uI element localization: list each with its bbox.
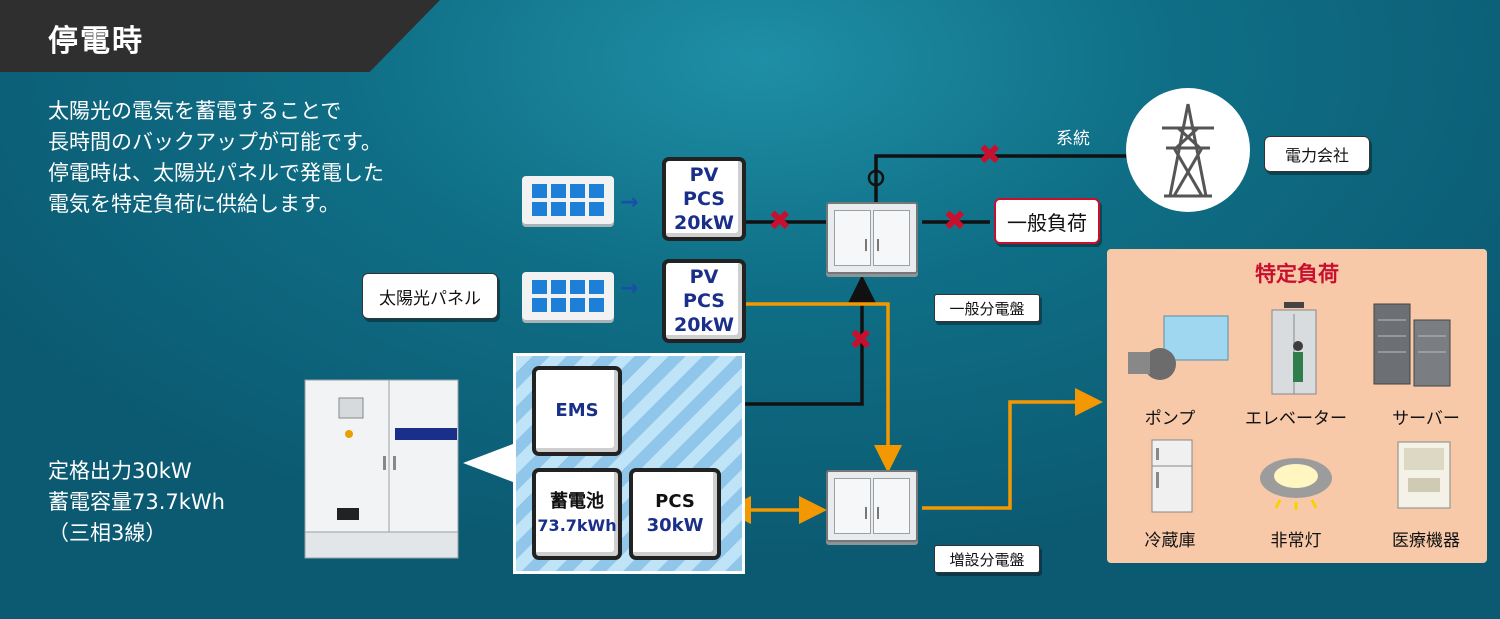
elevator-icon (1271, 302, 1317, 395)
spec-line: 定格出力30kW (48, 459, 192, 483)
breaker-symbol (867, 169, 885, 187)
pv-pcs-2: PV PCS 20kW (662, 259, 746, 343)
intro-line: 電気を特定負荷に供給します。 (48, 192, 340, 216)
solar-panel-label: 太陽光パネル (362, 273, 498, 319)
load-label: エレベーター (1245, 409, 1347, 429)
pv-pcs-2-capacity: 20kW (673, 314, 735, 336)
extra-panel-icon (826, 470, 918, 542)
pv-pcs-2-name: PV PCS (683, 266, 725, 312)
ems-label: EMS (555, 400, 599, 421)
extra-panel-label: 増設分電盤 (934, 545, 1040, 573)
cut-mark-icon: ✖ (978, 138, 1002, 171)
cut-mark-icon: ✖ (943, 204, 967, 237)
intro-line: 太陽光の電気を蓄電することで (48, 99, 342, 123)
pump-icon (1128, 315, 1229, 380)
battery-capacity: 73.7kWh (537, 516, 617, 535)
title-bar (0, 0, 440, 72)
pv-pcs-1-capacity: 20kW (673, 212, 735, 234)
specific-load-line (922, 388, 1103, 510)
spec-line: 蓄電容量73.7kWh (48, 490, 225, 514)
load-label: ポンプ (1144, 409, 1196, 429)
solar-panel-icon (522, 176, 614, 224)
arrow-right-icon: → (620, 190, 639, 215)
grid-label: 系統 (1056, 129, 1090, 149)
medical-equipment-icon (1397, 441, 1451, 509)
spec-line: （三相3線） (48, 521, 167, 545)
pv2-active-line (745, 302, 902, 473)
pv-pcs-1-name: PV PCS (683, 164, 725, 210)
tower-circle (1126, 88, 1250, 212)
general-load-box: 一般負荷 (994, 198, 1100, 244)
general-panel-label: 一般分電盤 (934, 294, 1040, 322)
load-label: 医療機器 (1392, 531, 1460, 551)
battery-box: 蓄電池 73.7kWh (532, 468, 622, 560)
arrow-right-icon: → (620, 276, 639, 301)
cut-mark-icon: ✖ (849, 323, 873, 356)
intro-line: 長時間のバックアップが可能です。 (48, 130, 382, 154)
intro-text: 太陽光の電気を蓄電することで 長時間のバックアップが可能です。 停電時は、太陽光… (48, 96, 384, 220)
intro-line: 停電時は、太陽光パネルで発電した (48, 161, 384, 185)
spec-text: 定格出力30kW 蓄電容量73.7kWh （三相3線） (48, 456, 225, 549)
pcs-box: PCS 30kW (629, 468, 721, 560)
server-icon (1373, 303, 1451, 387)
battery-name: 蓄電池 (550, 491, 604, 512)
ems-box: EMS (532, 366, 622, 456)
general-panel-icon (826, 202, 918, 274)
page-title: 停電時 (48, 24, 144, 59)
solar-panel-icon (522, 272, 614, 320)
load-label: 非常灯 (1270, 531, 1322, 551)
cut-mark-icon: ✖ (768, 204, 792, 237)
emergency-light-icon (1260, 458, 1332, 510)
load-label: 冷蔵庫 (1144, 531, 1196, 551)
grid-line (874, 154, 1128, 204)
utility-label: 電力会社 (1264, 136, 1370, 172)
pv-pcs-1: PV PCS 20kW (662, 157, 746, 241)
load-label: サーバー (1392, 409, 1460, 429)
callout-pointer (463, 444, 513, 482)
pcs-name: PCS (655, 491, 695, 512)
pcs-capacity: 30kW (646, 515, 704, 536)
refrigerator-icon (1151, 439, 1193, 513)
power-tower-icon (1162, 103, 1214, 198)
specific-load-title: 特定負荷 (1255, 262, 1339, 286)
storage-unit-icon (304, 379, 459, 559)
